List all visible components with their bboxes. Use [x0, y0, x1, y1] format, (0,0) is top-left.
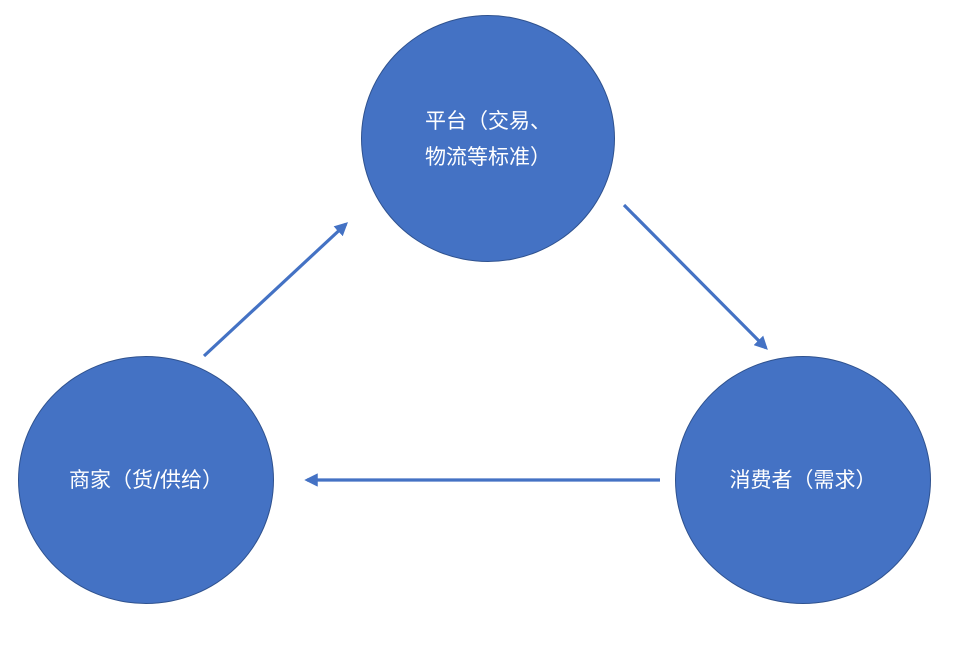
- platform-label-line-1: 平台（交易、: [425, 108, 551, 133]
- platform-label-line-2: 物流等标准）: [425, 144, 551, 169]
- arrow-platform-to-consumer: [622, 203, 768, 350]
- merchant-label: 商家（货/供给）: [68, 468, 224, 492]
- consumer-label: 消费者（需求）: [729, 468, 877, 492]
- consumer-node: 消费者（需求）: [675, 356, 931, 604]
- arrow-merchant-to-platform: [202, 222, 348, 358]
- merchant-node: 商家（货/供给）: [18, 356, 274, 604]
- platform-label: 平台（交易、 物流等标准）: [425, 103, 551, 175]
- platform-node: 平台（交易、 物流等标准）: [361, 15, 615, 262]
